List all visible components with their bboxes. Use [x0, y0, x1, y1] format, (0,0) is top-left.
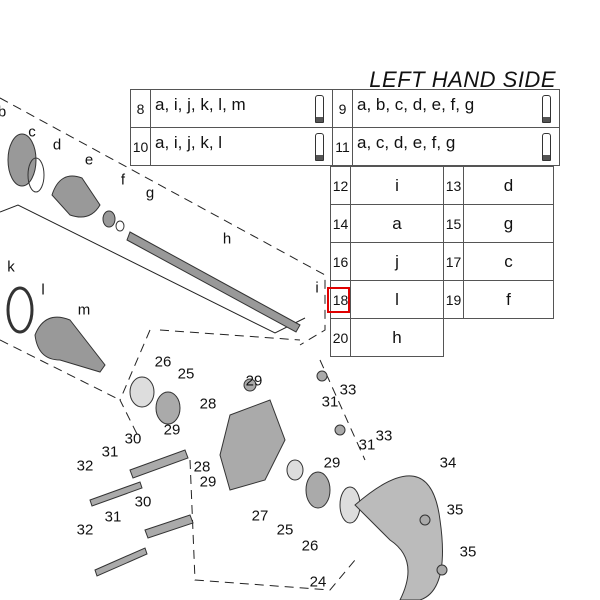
callout: m [77, 301, 91, 319]
part-letters: a, b, c, d, e, f, g [352, 89, 560, 128]
callout: 30 [124, 430, 142, 448]
item-number: 16 [330, 242, 351, 281]
lubrication-table: 8 a, i, j, k, l, m 9 a, b, c, d, e, f, g… [130, 89, 560, 166]
callout: 24 [309, 573, 327, 591]
section-title: LEFT HAND SIDE [369, 67, 556, 92]
callout: 29 [163, 421, 181, 439]
callout: 30 [134, 493, 152, 511]
part-letter: h [350, 318, 444, 357]
item-number: 19 [443, 280, 464, 319]
part-letter: f [463, 280, 554, 319]
callout: 34 [439, 454, 457, 472]
callout: 31 [101, 443, 119, 461]
callout: 26 [301, 537, 319, 555]
sub-assembly-outline [0, 204, 306, 334]
callout: 25 [276, 521, 294, 539]
item-number: 14 [330, 204, 351, 243]
part-letter: i [350, 166, 444, 205]
part-letter: a [350, 204, 444, 243]
callout: d [52, 136, 62, 154]
callout: e [84, 151, 94, 169]
callout: 33 [375, 427, 393, 445]
part-letter: d [463, 166, 554, 205]
callout: 28 [193, 458, 211, 476]
callout: c [28, 123, 36, 141]
cv-boot [6, 133, 301, 373]
item-number: 12 [330, 166, 351, 205]
callout: 35 [446, 501, 464, 519]
callout: g [145, 184, 155, 202]
item-number: 11 [332, 127, 353, 166]
callout: 32 [76, 521, 94, 539]
table-row: 8 a, i, j, k, l, m 9 a, b, c, d, e, f, g [130, 89, 560, 128]
part-letters: a, c, d, e, f, g [352, 127, 560, 166]
item-number: 17 [443, 242, 464, 281]
callout: 33 [339, 381, 357, 399]
item-number: 9 [332, 89, 353, 128]
item-number: 10 [130, 127, 151, 166]
callout: 29 [245, 372, 263, 390]
callout: b [0, 103, 7, 121]
callout: 26 [154, 353, 172, 371]
callout: 29 [323, 454, 341, 472]
knuckle-parts [89, 370, 448, 600]
grease-tube-icon [542, 94, 551, 123]
callout: h [222, 230, 232, 248]
callout: i [315, 279, 319, 297]
item-number: 20 [330, 318, 351, 357]
part-letter: j [350, 242, 444, 281]
highlight-box[interactable] [327, 287, 350, 313]
callout: 25 [177, 365, 195, 383]
callout: 28 [199, 395, 217, 413]
shaft-assembly-outline [0, 97, 366, 591]
part-letter: l [350, 280, 444, 319]
callout: 27 [251, 507, 269, 525]
item-number: 13 [443, 166, 464, 205]
callout: 35 [459, 543, 477, 561]
callout: l [41, 281, 45, 299]
item-number: 15 [443, 204, 464, 243]
item-number: 8 [130, 89, 151, 128]
callout: k [7, 258, 15, 276]
part-letter: g [463, 204, 554, 243]
callout: 32 [76, 457, 94, 475]
callout: 29 [199, 473, 217, 491]
grease-tube-icon [315, 132, 324, 161]
callout: 31 [321, 393, 339, 411]
grease-tube-icon [315, 94, 324, 123]
part-letters: a, i, j, k, l [150, 127, 333, 166]
part-letter: c [463, 242, 554, 281]
callout: f [120, 171, 126, 189]
part-letters: a, i, j, k, l, m [150, 89, 333, 128]
callout: 31 [358, 436, 376, 454]
grease-tube-icon [542, 132, 551, 161]
table-row: 10 a, i, j, k, l 11 a, c, d, e, f, g [130, 127, 560, 166]
callout: 31 [104, 508, 122, 526]
